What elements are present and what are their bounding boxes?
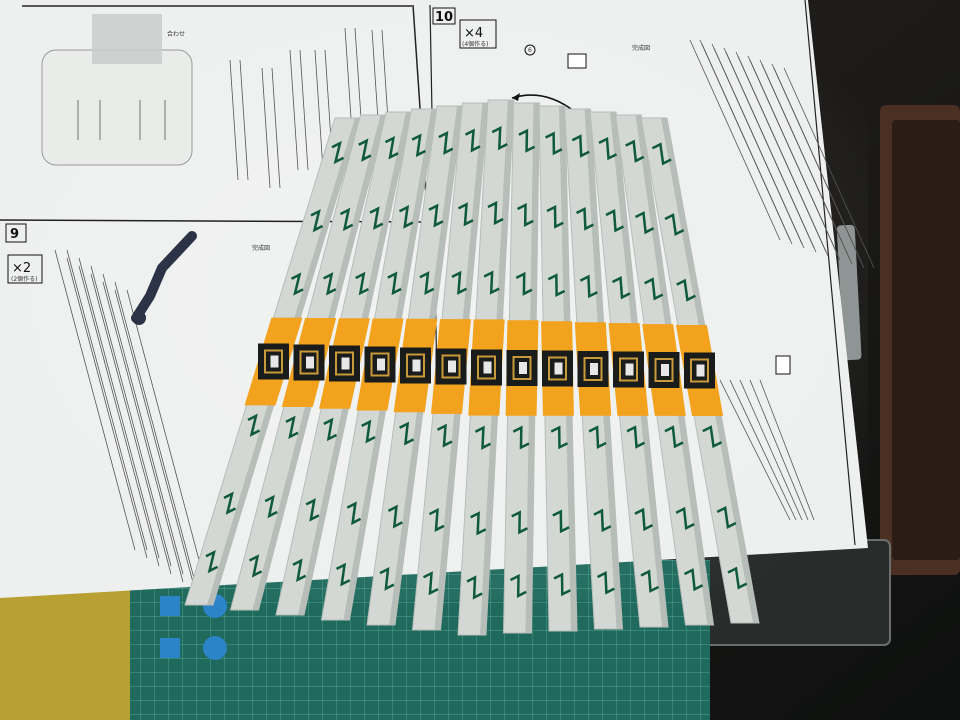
wing-fin	[589, 111, 669, 628]
blurred-header	[92, 14, 162, 64]
step-9-number-box	[5, 223, 27, 243]
step-9-number: 9	[10, 227, 19, 242]
step-10-quantity-note: (4個作る)	[462, 40, 489, 48]
step-10-number: 10	[435, 10, 453, 25]
mat-square	[160, 638, 180, 658]
wing-fin	[502, 102, 541, 634]
step-9-result-label: 完成図	[252, 244, 270, 252]
wing-fins	[184, 99, 760, 636]
step-9-quantity-note: (2個作る)	[11, 275, 38, 283]
mat-square	[160, 596, 180, 616]
wing-fin	[184, 117, 362, 606]
wing-fin	[563, 108, 624, 630]
mat-circle	[203, 636, 227, 660]
wing-fin	[229, 114, 388, 611]
step-9-quantity: ×2	[12, 261, 31, 276]
step-10-quantity: ×4	[464, 26, 483, 41]
wing-fin	[275, 111, 413, 616]
part-callout-number: 6	[528, 47, 532, 54]
connector-part-drawing	[131, 231, 197, 325]
wing-fin	[538, 105, 578, 632]
panel-border-right	[804, 0, 856, 546]
step-9-quantity-box	[7, 254, 43, 284]
part-callout-marker	[524, 44, 536, 56]
wing-fin	[366, 105, 464, 626]
step-10-quantity-box	[459, 19, 497, 49]
step-10-icon	[567, 53, 587, 69]
wing-fin	[614, 114, 715, 626]
step-10-number-box	[432, 7, 456, 25]
step-10-side-icon	[775, 355, 791, 375]
wing-fin	[320, 108, 439, 621]
step-10-result-label: 完成図	[632, 44, 650, 52]
wing-fin	[457, 99, 515, 636]
assembly-callout-box	[41, 49, 193, 166]
stand-inner	[892, 120, 960, 560]
wing-fin	[411, 102, 490, 631]
top-left-label: 合わせ	[167, 30, 185, 38]
wing-fin	[640, 117, 760, 624]
yellow-box	[0, 590, 130, 720]
step-10-arrow-head	[512, 93, 520, 101]
